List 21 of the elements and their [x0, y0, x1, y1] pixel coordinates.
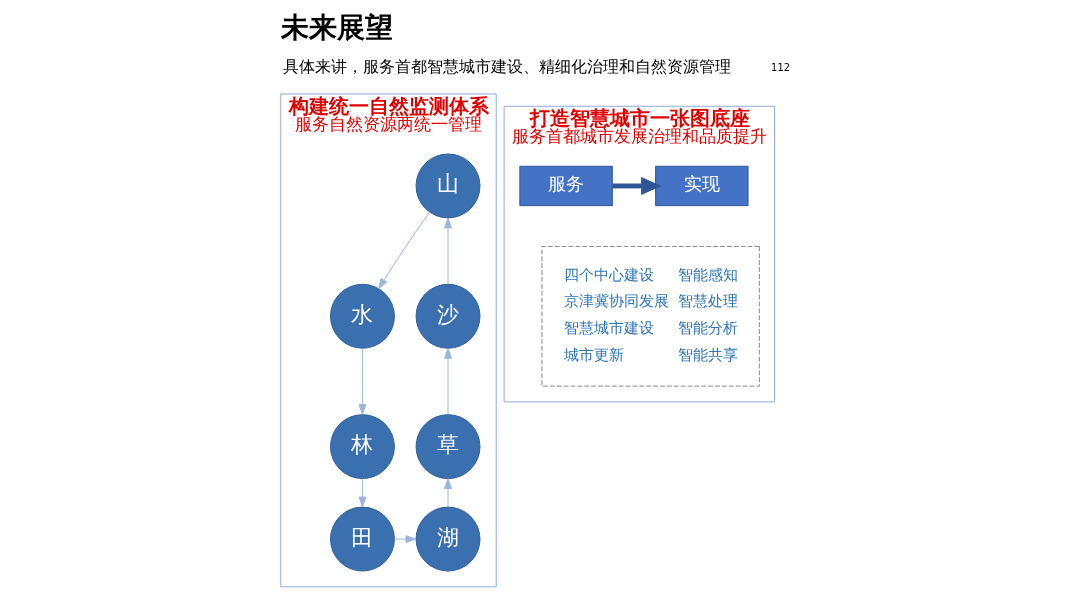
label: 112 [771, 61, 790, 73]
node-circle: 林 [330, 414, 395, 480]
node-circle: 湖 [415, 506, 481, 572]
node-circle: 田 [330, 506, 395, 572]
arrow [444, 478, 452, 508]
node-circle: 水 [330, 283, 395, 349]
node-circle: 沙 [415, 283, 481, 349]
arrow [378, 211, 431, 290]
arrow [444, 347, 452, 415]
arrow [444, 217, 452, 285]
arrow [612, 177, 662, 195]
node-circle: 山 [415, 153, 481, 219]
arrow [358, 347, 367, 415]
node-box: 四个中心建设 智能感知 京津冀协同发展 智慧处理 智慧城市建设 智能分析 城市更新 智能共享 [541, 245, 760, 387]
node-box: 服务 [519, 165, 613, 207]
arrow [358, 478, 367, 508]
diagram-title: 未来展望 [280, 11, 393, 44]
node-box: 实现 [655, 165, 749, 207]
node-circle: 草 [415, 414, 481, 480]
arrow [394, 535, 417, 543]
label: 具体来讲，服务首都智慧城市建设、精细化治理和自然资源管理 [283, 57, 732, 77]
